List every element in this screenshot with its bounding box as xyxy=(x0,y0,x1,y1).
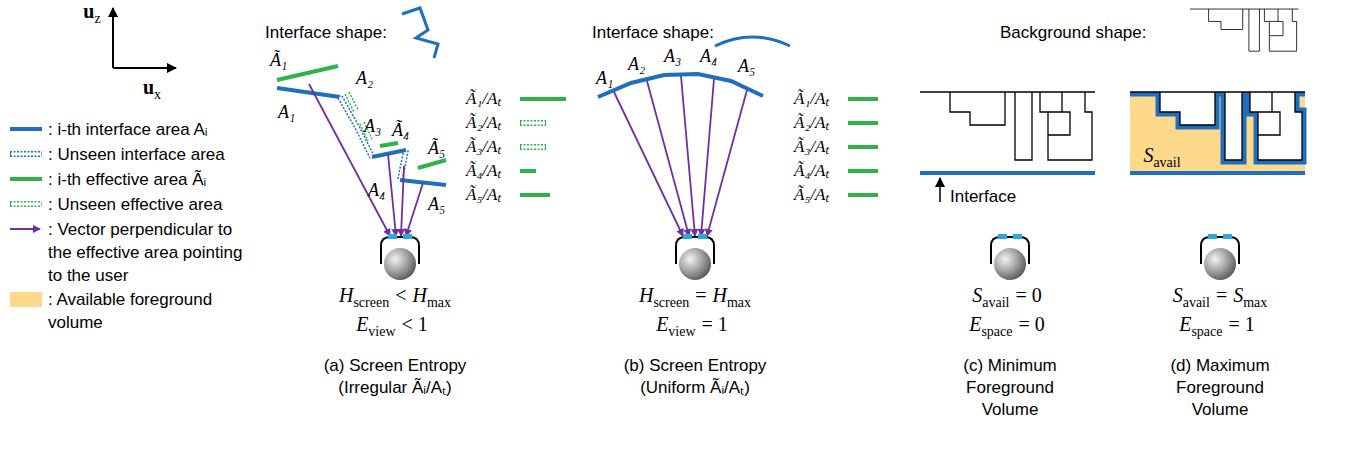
label: S xyxy=(972,284,982,307)
label: screen xyxy=(653,295,689,311)
label: screen xyxy=(353,295,389,311)
label: Ã₂/Aₜ xyxy=(466,113,501,133)
formula: ux xyxy=(143,76,161,99)
label: = xyxy=(1216,284,1227,307)
label: Ã₅ xyxy=(428,138,445,158)
label: Ã₄/Aₜ xyxy=(466,161,501,181)
label: A₃ xyxy=(364,116,381,136)
label: max xyxy=(727,295,751,311)
label: Ã₃/Aₜ xyxy=(466,137,501,157)
label: Ã₄/Aₜ xyxy=(794,161,829,181)
formula: Eview= 1 xyxy=(656,313,734,336)
label: x xyxy=(154,87,161,103)
label: space xyxy=(1191,324,1222,340)
label: A₅ xyxy=(428,194,445,214)
label: A₂ xyxy=(628,54,645,74)
legend-text: : i-th effective area Ãᵢ xyxy=(48,168,258,191)
label: E xyxy=(356,313,368,336)
label: A₁ xyxy=(596,68,613,88)
label: Background shape: xyxy=(1000,22,1147,44)
formula: Savail= 0 xyxy=(972,284,1048,307)
label: view xyxy=(368,324,395,340)
legend-text: : Unseen effective area xyxy=(48,193,258,216)
label: Ã₁ xyxy=(270,50,287,70)
label: H xyxy=(639,284,653,307)
label: A₄ xyxy=(700,46,717,66)
label: (c) Minimum Foreground Volume xyxy=(951,355,1069,421)
label: Interface shape: xyxy=(592,22,714,44)
label: Interface xyxy=(950,186,1016,208)
formula: Savail xyxy=(1143,144,1180,167)
label: E xyxy=(969,313,981,336)
label: S xyxy=(1143,144,1153,167)
label: S xyxy=(1173,284,1183,307)
label: avail xyxy=(1183,295,1210,311)
label: S xyxy=(1233,284,1243,307)
label: z xyxy=(94,11,100,27)
legend-text: : Available foreground volume xyxy=(48,288,258,334)
label: space xyxy=(981,324,1012,340)
label: = 0 xyxy=(1019,313,1045,336)
label: A₂ xyxy=(356,68,373,88)
formula: Eview< 1 xyxy=(356,313,434,336)
label: < xyxy=(395,284,406,307)
label: E xyxy=(656,313,668,336)
label: A₄ xyxy=(368,180,385,200)
label: H xyxy=(412,284,426,307)
label: max xyxy=(1243,295,1267,311)
formula: Savail=Smax xyxy=(1173,284,1268,307)
label: Interface shape: xyxy=(265,22,387,44)
label: A₁ xyxy=(278,102,295,122)
label: Ã₄ xyxy=(392,120,409,140)
formula: Espace= 1 xyxy=(1179,313,1261,336)
label: H xyxy=(712,284,726,307)
label: = 1 xyxy=(1229,313,1255,336)
label: max xyxy=(427,295,451,311)
formula: Espace= 0 xyxy=(969,313,1051,336)
label: H xyxy=(339,284,353,307)
label: avail xyxy=(982,295,1009,311)
label: Ã₁/Aₜ xyxy=(794,89,829,109)
label: = 0 xyxy=(1015,284,1041,307)
label: u xyxy=(143,76,154,99)
label: (d) Maximum Foreground Volume xyxy=(1161,355,1279,421)
legend-swatch xyxy=(10,292,42,307)
legend-text: : i-th interface area Aᵢ xyxy=(48,118,258,141)
label: Ã₃/Aₜ xyxy=(794,137,829,157)
label: Ã₅/Aₜ xyxy=(466,185,501,205)
label: A₅ xyxy=(738,56,755,76)
label: Ã₁/Aₜ xyxy=(466,89,501,109)
label: view xyxy=(668,324,695,340)
label: E xyxy=(1179,313,1191,336)
label: = 1 xyxy=(702,313,728,336)
legend-text: : Vector perpendicular to the effective … xyxy=(48,218,258,287)
label: Ã₅/Aₜ xyxy=(794,185,829,205)
label: < 1 xyxy=(402,313,428,336)
label: Ã₂/Aₜ xyxy=(794,113,829,133)
formula: uz xyxy=(83,0,100,23)
label: u xyxy=(83,0,94,23)
formula: Hscreen<Hmax xyxy=(339,284,451,307)
label: (a) Screen Entropy (Irregular Ãᵢ/Aₜ) xyxy=(303,355,488,399)
label: (b) Screen Entropy (Uniform Ãᵢ/Aₜ) xyxy=(603,355,788,399)
legend-text: : Unseen interface area xyxy=(48,143,258,166)
label: avail xyxy=(1153,155,1180,171)
label: = xyxy=(695,284,706,307)
label: A₃ xyxy=(664,46,681,66)
formula: Hscreen=Hmax xyxy=(639,284,751,307)
